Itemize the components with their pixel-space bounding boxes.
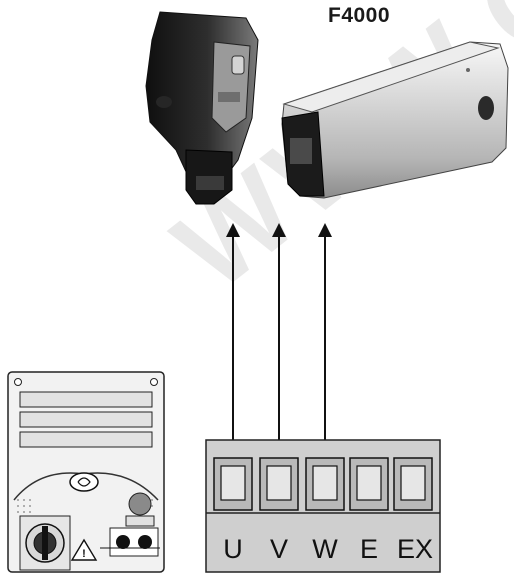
terminal-label-ex: EX [396,534,434,564]
model-title: F4000 [328,4,391,27]
terminal-label-v: V [269,534,288,564]
svg-text:!: ! [82,548,86,560]
terminal-slot-w [305,457,345,511]
terminal-label-w: W [312,534,338,564]
control-panel-image: ! [7,371,165,573]
logo-icon [69,472,99,492]
terminal-slot-e [349,457,389,511]
terminal-block [205,439,441,573]
connection-arrows [226,223,332,465]
terminal-slot-ex [393,457,433,511]
terminal-slot-u [213,457,253,511]
warning-triangle-icon [70,538,98,561]
motor-housing-image [281,41,509,199]
terminal-label-u: U [223,534,243,564]
terminal-slot-v [259,457,299,511]
terminal-label-e: E [359,534,378,564]
motor-unit-image [145,11,259,205]
